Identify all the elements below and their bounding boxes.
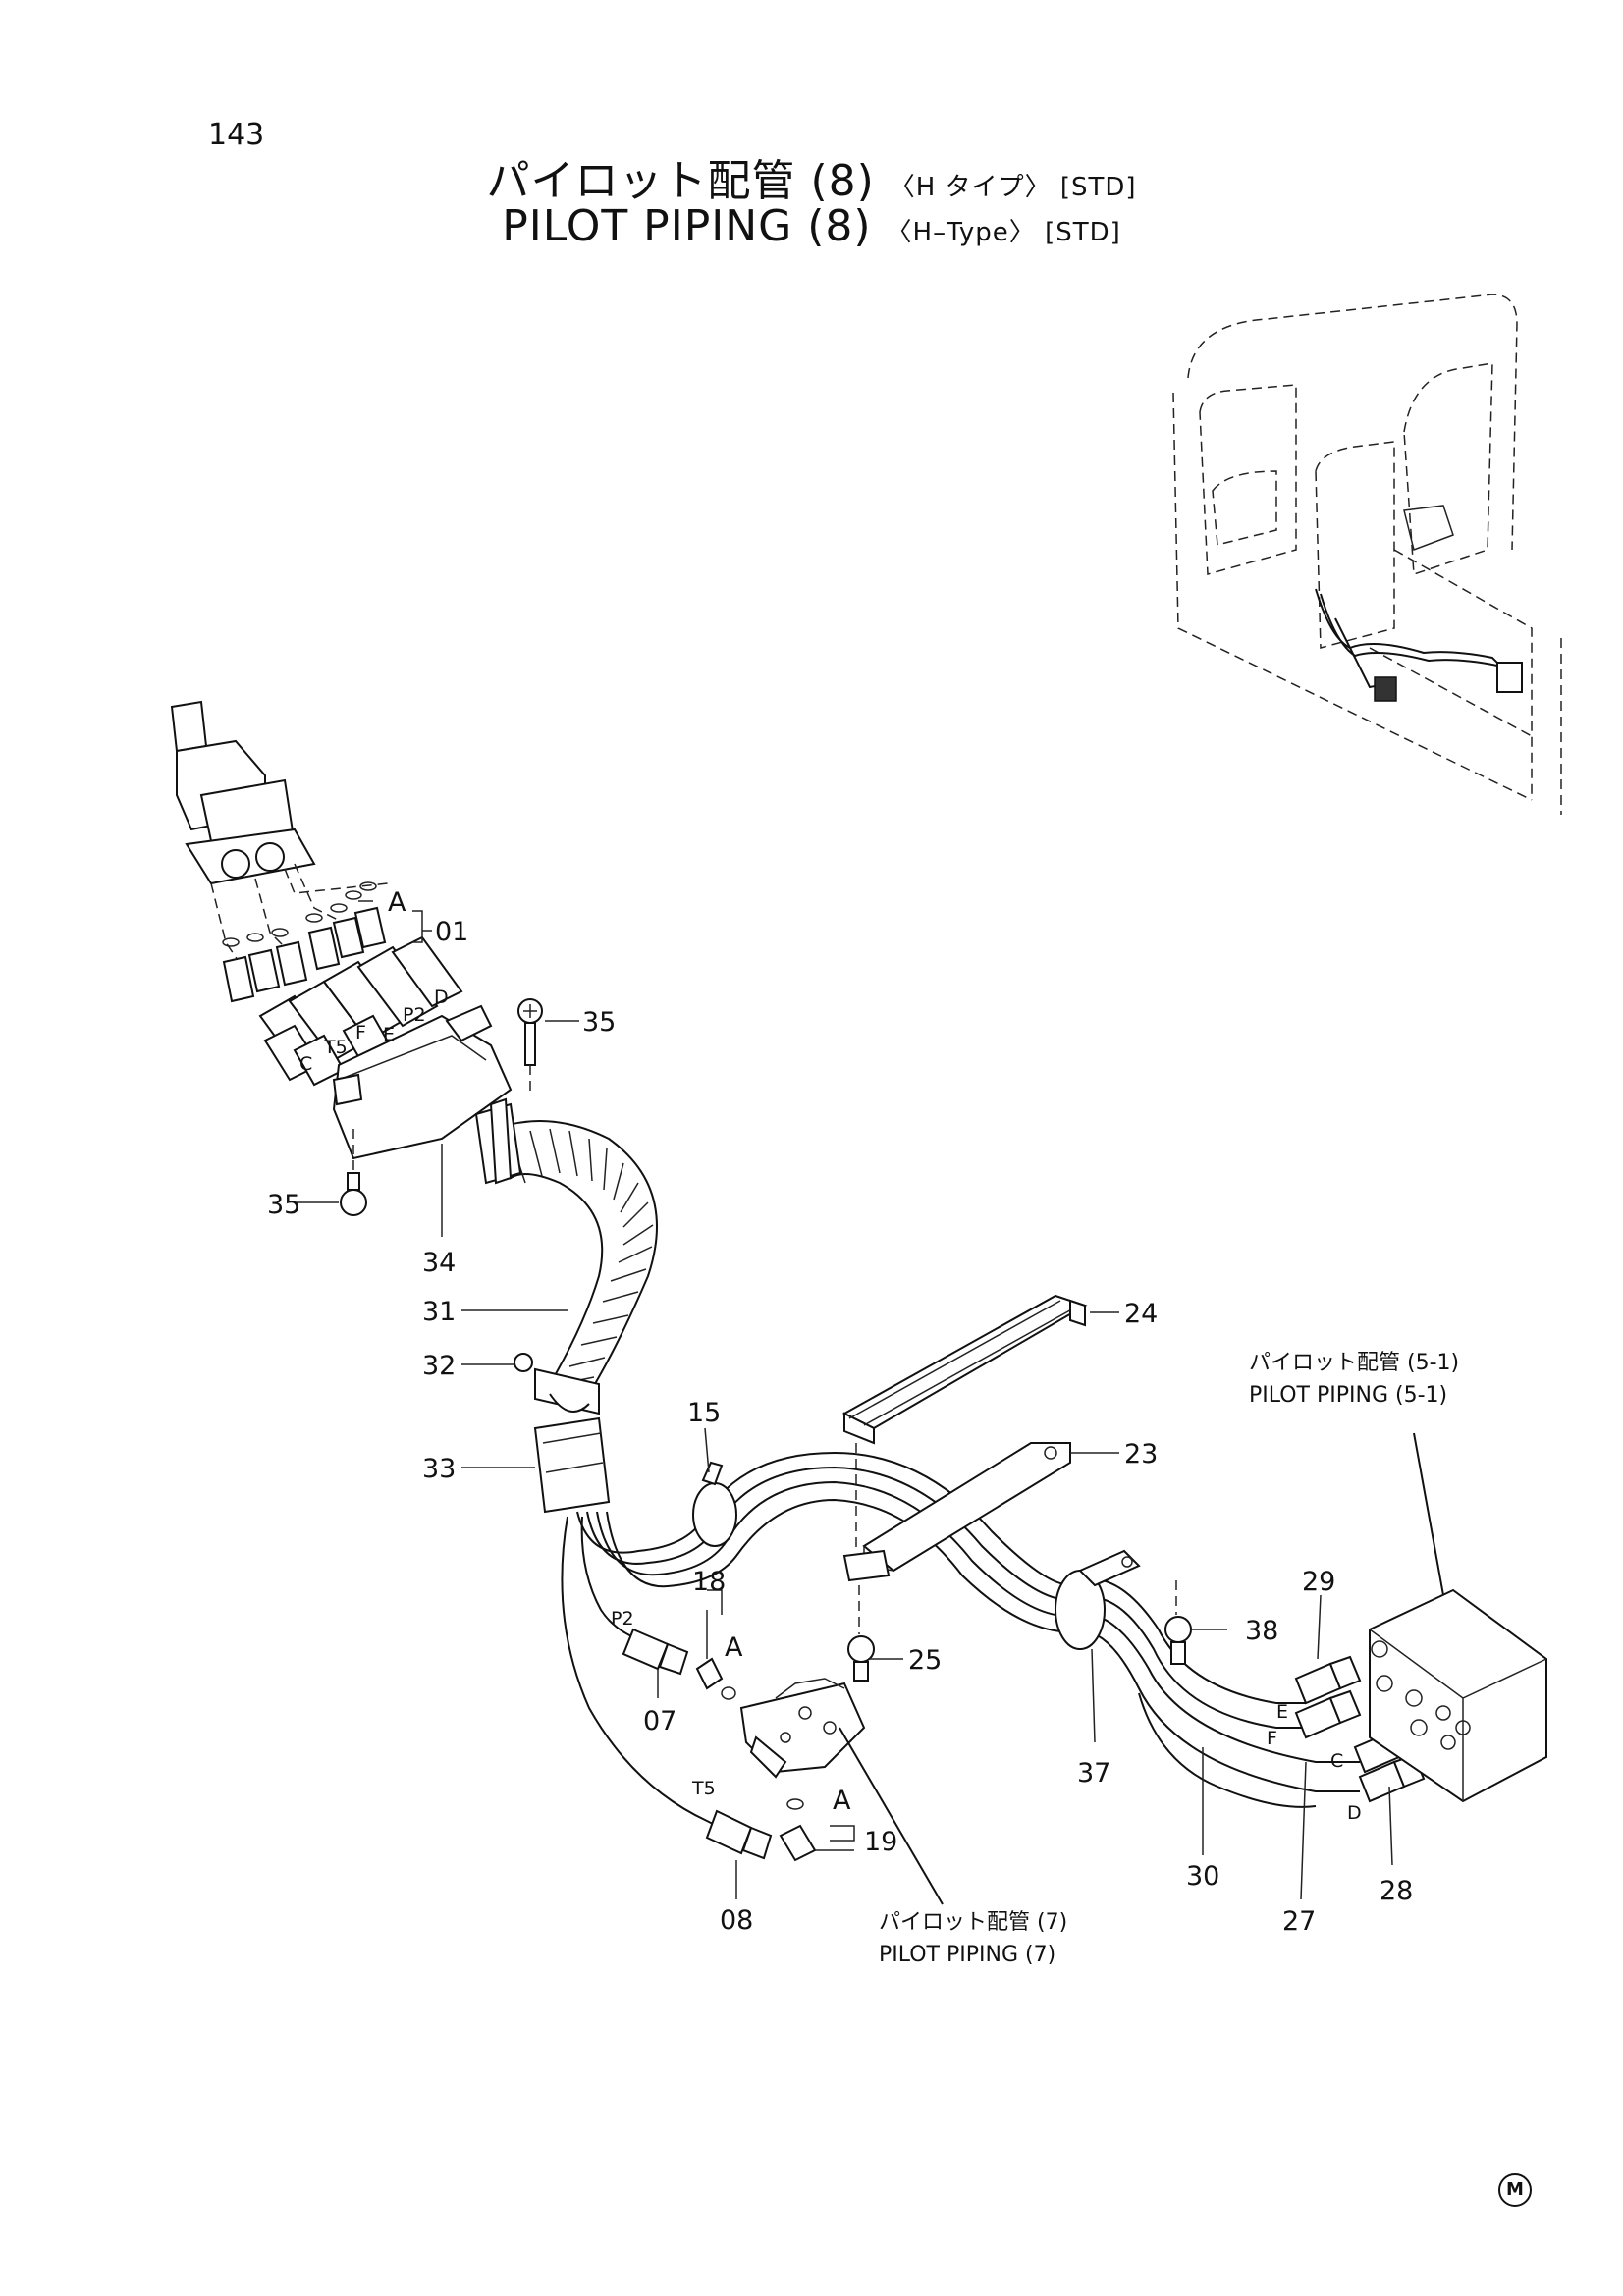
- label-a-mid: A: [725, 1632, 743, 1663]
- callout-24: 24: [1124, 1299, 1158, 1329]
- cab-location-inset: [1172, 294, 1562, 815]
- callout-01: 01: [435, 917, 468, 947]
- pilot-valve-assembly: [170, 700, 389, 973]
- clamp-33: [533, 1416, 611, 1514]
- title-english: PILOT PIPING (8) 〈H–Type〉 [STD]: [0, 201, 1623, 251]
- bolt-35-lower: [340, 1129, 367, 1216]
- ref-pilot-7-jp: パイロット配管 (7): [879, 1910, 1067, 1935]
- callout-31: 31: [422, 1297, 456, 1327]
- label-c-right: C: [1330, 1750, 1343, 1772]
- manufacturer-mark: M: [1498, 2173, 1532, 2207]
- adapter-18: [695, 1610, 736, 1700]
- elbow-fittings: [222, 881, 387, 1003]
- callout-07: 07: [643, 1706, 676, 1736]
- corrugated-tube-31: [474, 1097, 658, 1415]
- label-d-top: D: [434, 987, 449, 1008]
- ref-pilot-5-1-en: PILOT PIPING (5-1): [1249, 1383, 1447, 1408]
- callout-25: 25: [908, 1645, 942, 1676]
- bolt-35-upper: [517, 998, 543, 1095]
- callout-19: 19: [864, 1827, 897, 1857]
- callout-28: 28: [1380, 1876, 1413, 1906]
- label-a-low: A: [833, 1786, 851, 1816]
- label-t5-top: T5: [323, 1037, 348, 1058]
- valve-block-7: [739, 1678, 944, 1905]
- callout-35-lower: 35: [267, 1190, 300, 1220]
- label-p2-top: P2: [403, 1004, 426, 1026]
- hose-p2-t5: [561, 1516, 773, 1860]
- clip-32: [514, 1353, 533, 1372]
- callout-08: 08: [720, 1905, 753, 1936]
- label-d-right: D: [1347, 1802, 1362, 1824]
- ref-pilot-5-1-jp: パイロット配管 (5-1): [1249, 1351, 1459, 1375]
- bolt-38: [1164, 1580, 1192, 1665]
- callout-38: 38: [1245, 1616, 1278, 1646]
- valve-block-5-1: [1369, 1432, 1547, 1803]
- callout-33: 33: [422, 1454, 456, 1484]
- hose-bracket-34: [332, 1004, 513, 1160]
- label-f-right: F: [1267, 1728, 1277, 1749]
- callout-23: 23: [1124, 1439, 1158, 1469]
- callout-27: 27: [1282, 1906, 1316, 1937]
- label-f-top: F: [355, 1022, 366, 1043]
- title-jp-suffix: 〈H タイプ〉 [STD]: [889, 173, 1137, 202]
- callout-37: 37: [1077, 1758, 1110, 1789]
- clamp-37: [1055, 1549, 1141, 1650]
- callout-15: 15: [687, 1398, 721, 1428]
- callout-32: 32: [422, 1351, 456, 1381]
- label-e-right: E: [1276, 1701, 1288, 1723]
- title-japanese: パイロット配管 (8) 〈H タイプ〉 [STD]: [0, 145, 1623, 208]
- callout-18: 18: [692, 1567, 726, 1597]
- callout-30: 30: [1186, 1861, 1219, 1892]
- callout-35-upper: 35: [582, 1007, 616, 1038]
- bracket-and-bolt-25: [842, 1443, 891, 1682]
- label-a-top: A: [388, 887, 406, 918]
- label-c-top: C: [299, 1053, 312, 1075]
- clamp-15: [692, 1461, 737, 1547]
- title-jp-main: パイロット配管 (8): [486, 156, 875, 206]
- elbow-19: [779, 1798, 817, 1862]
- page-number: 143: [208, 118, 265, 152]
- label-t5-low: T5: [691, 1778, 716, 1799]
- title-en-suffix: 〈H–Type〉 [STD]: [886, 218, 1121, 247]
- rail-24: [841, 1294, 1088, 1445]
- callout-29: 29: [1302, 1567, 1335, 1597]
- leader-lines: [295, 900, 1393, 1900]
- label-p2-low: P2: [611, 1608, 634, 1629]
- title-en-main: PILOT PIPING (8): [502, 201, 872, 251]
- ref-pilot-7-en: PILOT PIPING (7): [879, 1943, 1055, 1967]
- callout-34: 34: [422, 1248, 456, 1278]
- label-e-top: E: [383, 1024, 395, 1045]
